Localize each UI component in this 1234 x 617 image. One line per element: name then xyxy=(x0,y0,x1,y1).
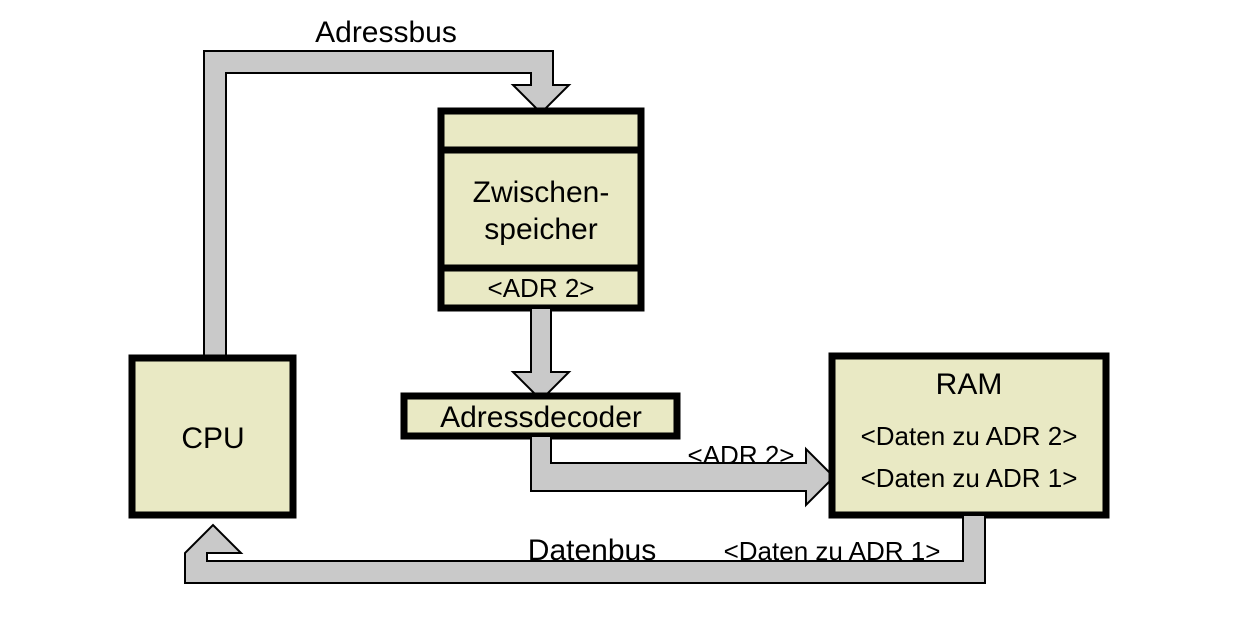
data-bus-payload-label: <Daten zu ADR 1> xyxy=(724,536,941,566)
data-bus-label: Datenbus xyxy=(528,534,656,567)
ram-row-1: <Daten zu ADR 2> xyxy=(861,421,1078,451)
buffer-label-line2: speicher xyxy=(484,213,597,246)
cpu-label: CPU xyxy=(181,422,244,455)
data-bus-connector xyxy=(184,514,986,584)
address-bus-label: Adressbus xyxy=(315,16,457,49)
decoder-label: Adressdecoder xyxy=(440,401,642,434)
ram-row-2: <Daten zu ADR 1> xyxy=(861,463,1078,493)
buffer-cell-bottom-value: <ADR 2> xyxy=(488,273,595,303)
decoder-to-ram-label: <ADR 2> xyxy=(688,440,795,470)
ram-label: RAM xyxy=(936,368,1003,401)
buffer-label-line1: Zwischen- xyxy=(473,176,610,209)
address-bus-connector xyxy=(203,50,572,359)
buffer-to-decoder-arrow xyxy=(510,307,572,402)
decoder-to-ram-arrow xyxy=(530,435,836,508)
cpu-box[interactable] xyxy=(128,354,297,519)
